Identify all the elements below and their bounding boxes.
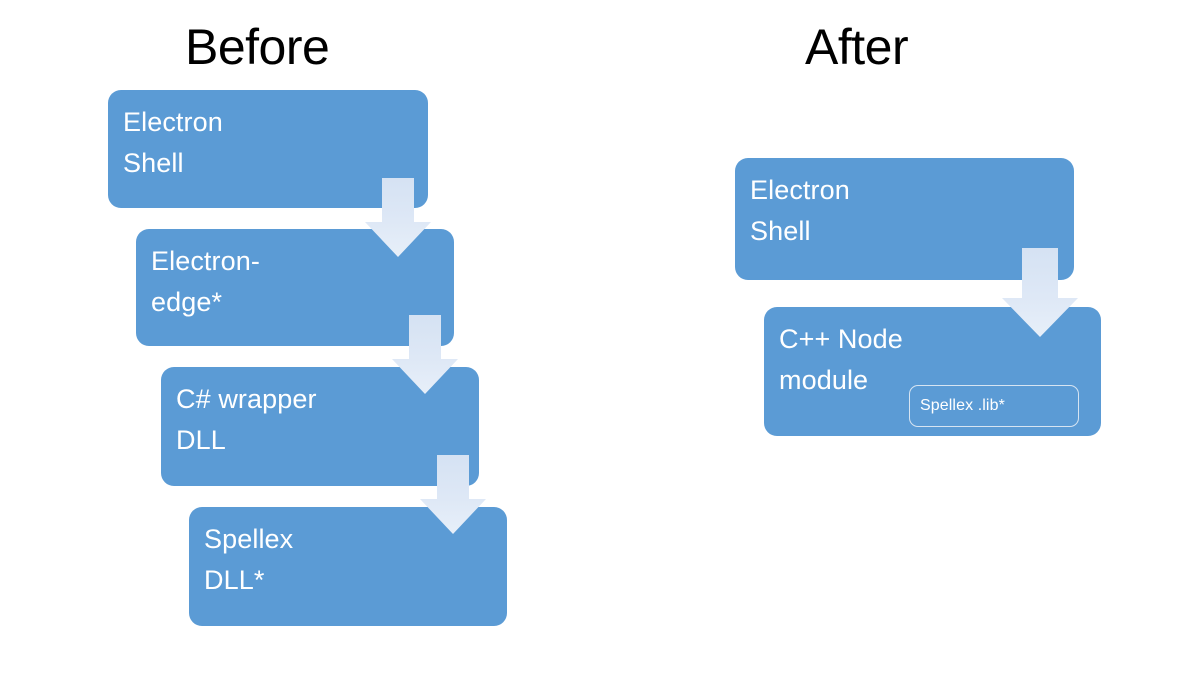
column-title-after: After [805, 19, 909, 75]
process-box-spellex-dll[interactable]: Spellex DLL* [189, 507, 507, 626]
process-box-label: Electron Shell [123, 107, 223, 178]
column-title-before: Before [185, 19, 330, 75]
process-box-electron-edge[interactable]: Electron- edge* [136, 229, 454, 346]
process-box-electron-shell[interactable]: Electron Shell [108, 90, 428, 208]
process-box-label: C# wrapper DLL [176, 384, 317, 455]
process-box-label: Electron- edge* [151, 246, 260, 317]
sub-box-spellex-lib[interactable]: Spellex .lib* [909, 385, 1079, 427]
sub-box-label: Spellex .lib* [920, 397, 1005, 414]
process-box-after-electron-shell[interactable]: Electron Shell [735, 158, 1074, 280]
process-box-csharp-wrapper-dll[interactable]: C# wrapper DLL [161, 367, 479, 486]
process-box-label: Spellex DLL* [204, 524, 294, 595]
process-box-label: C++ Node module [779, 324, 903, 395]
process-box-cpp-node-module[interactable]: C++ Node module Spellex .lib* [764, 307, 1101, 436]
process-box-label: Electron Shell [750, 175, 850, 246]
